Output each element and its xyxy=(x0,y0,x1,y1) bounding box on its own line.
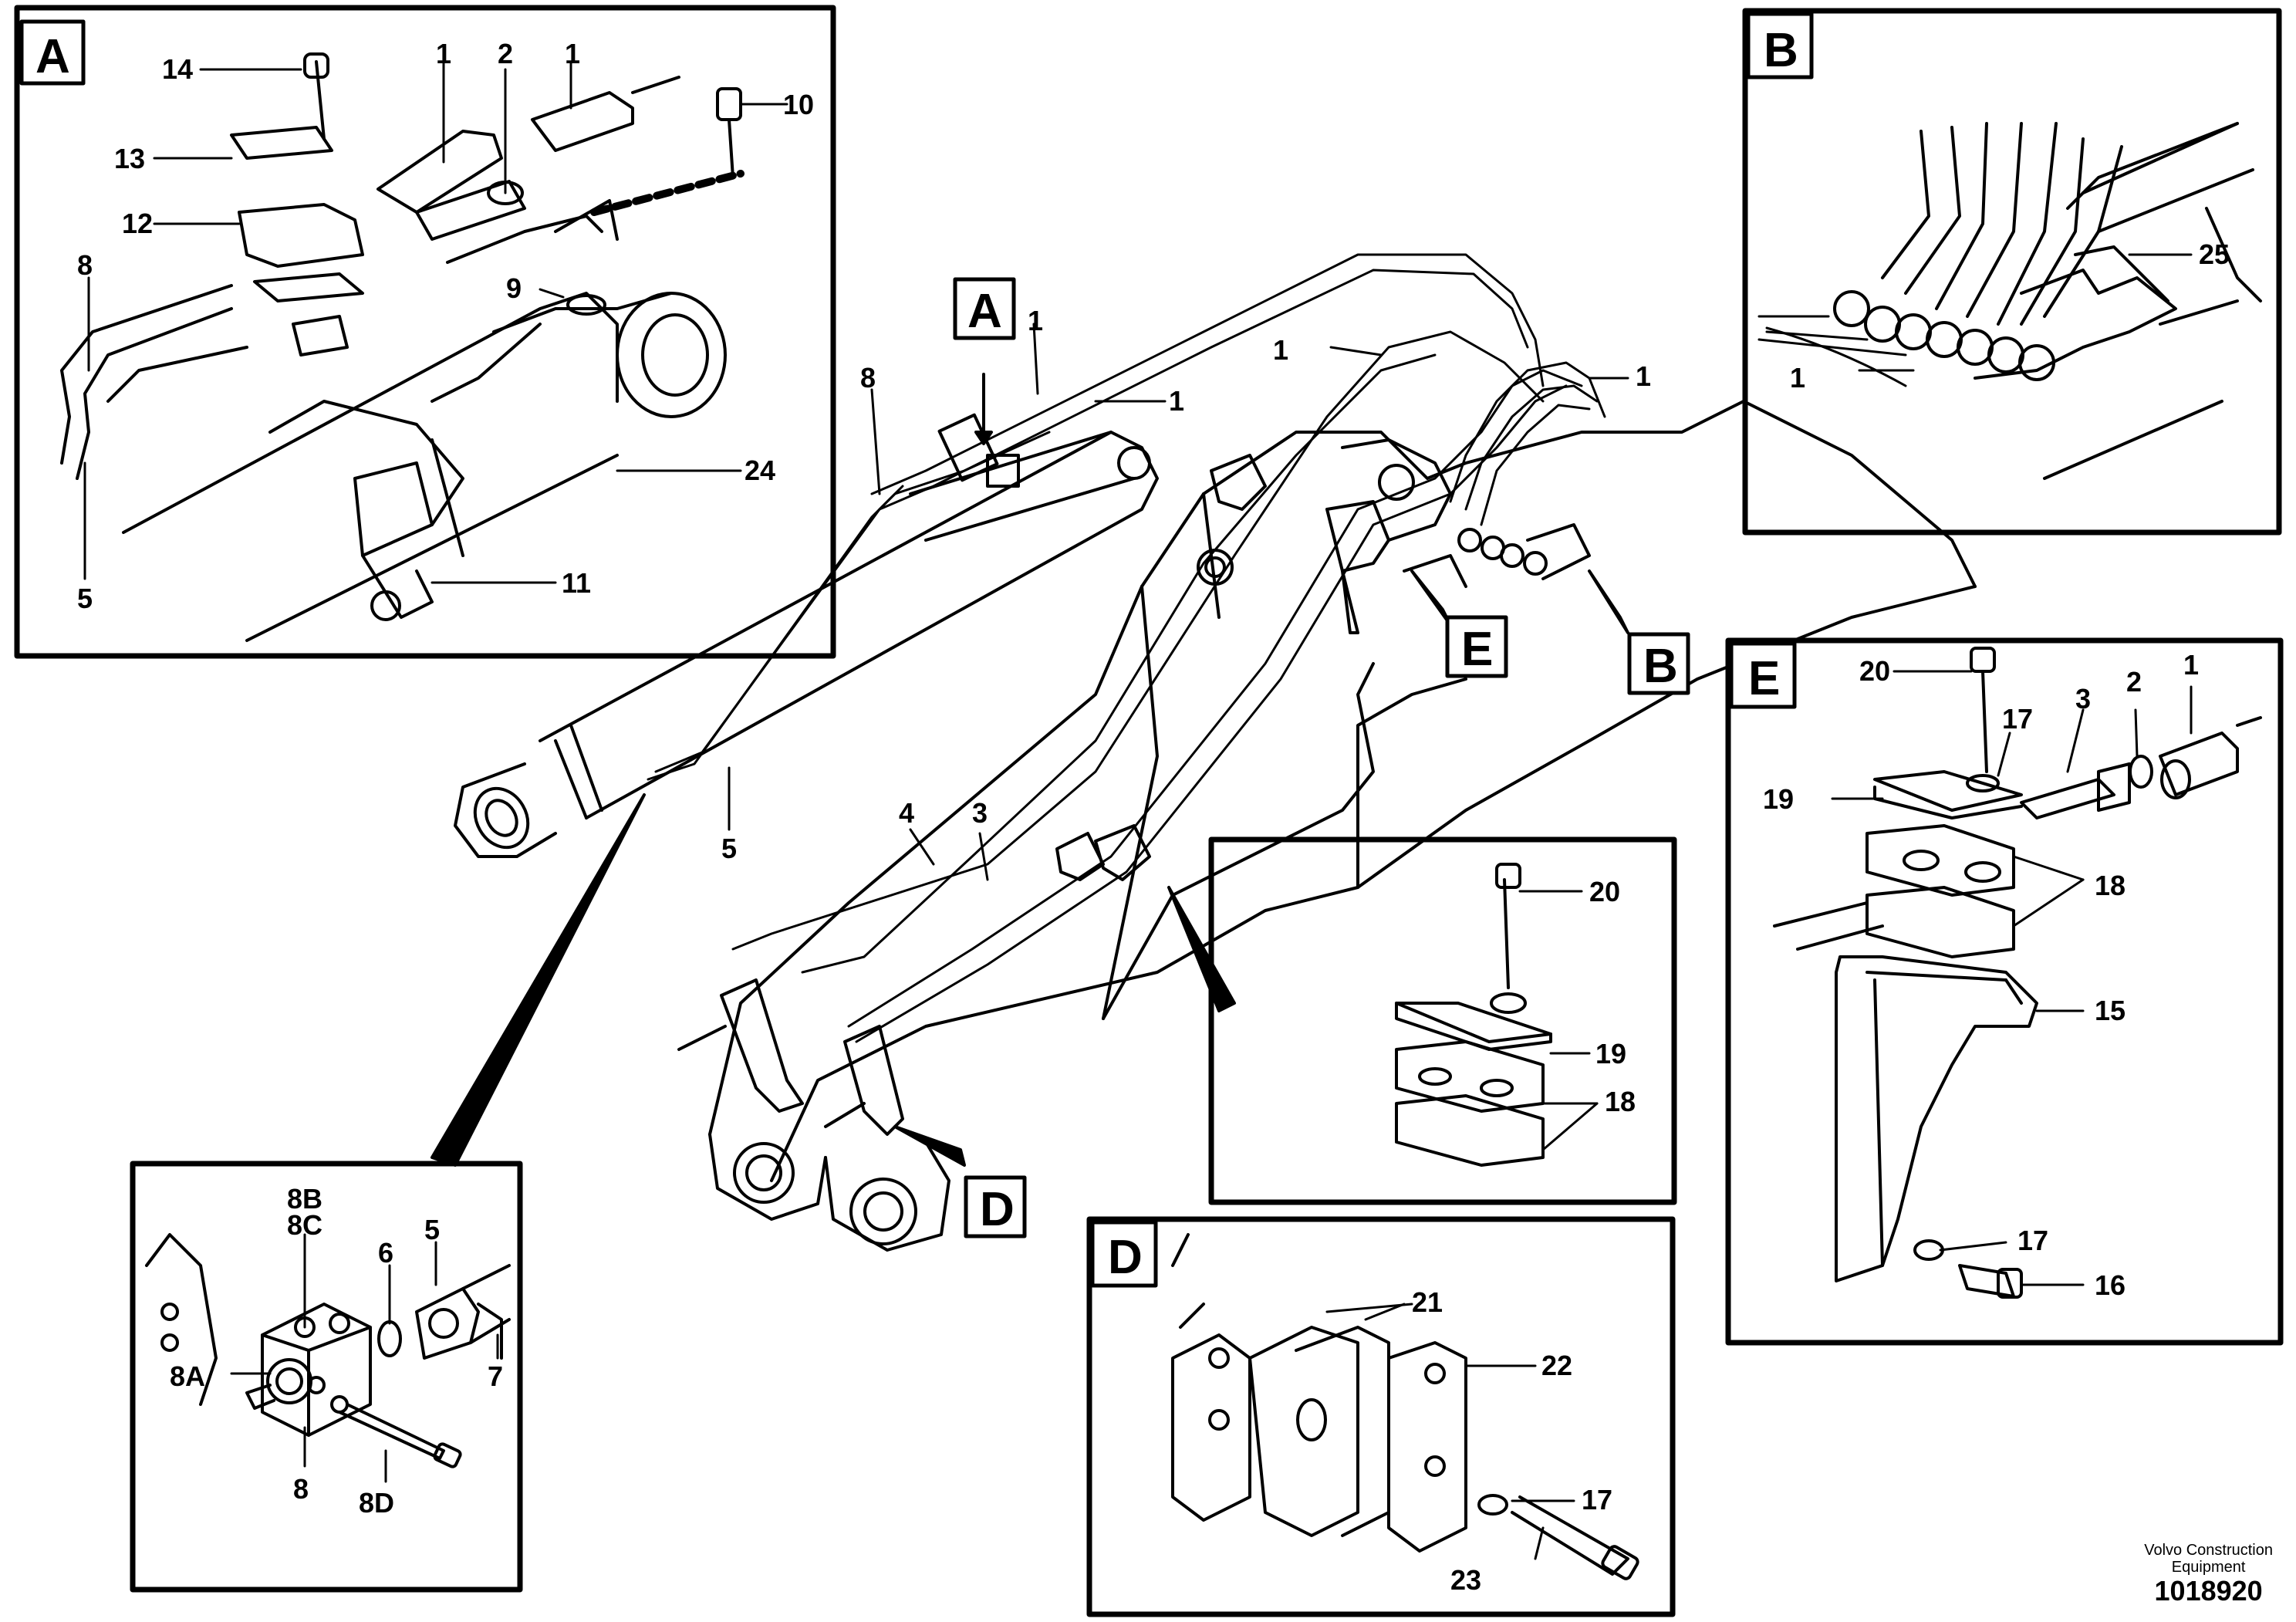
boom-assembly xyxy=(430,253,1977,1252)
label-a-8: 8 xyxy=(77,249,93,281)
label-e-3: 3 xyxy=(2075,683,2091,715)
label-a-1b: 1 xyxy=(565,38,580,69)
label-a-12: 12 xyxy=(122,208,153,239)
label-a-11: 11 xyxy=(562,567,591,599)
label-a-5: 5 xyxy=(77,583,93,614)
brand-line-2: Equipment xyxy=(2171,1559,2246,1576)
label-a-2: 2 xyxy=(498,38,513,69)
label-e-18: 18 xyxy=(2095,870,2125,901)
section-a-letter: A xyxy=(35,30,70,83)
label-a-13: 13 xyxy=(114,143,145,174)
label-e-19: 19 xyxy=(1763,783,1794,815)
label-main-1-c: 1 xyxy=(1273,334,1288,366)
label-a-14: 14 xyxy=(162,53,193,85)
section-b-letter: B xyxy=(1764,24,1798,77)
section-fitting-detail xyxy=(130,1161,523,1593)
label-e-1: 1 xyxy=(2183,649,2199,681)
boom-foot-lug-left xyxy=(708,1133,827,1221)
label-f-8b: 8B xyxy=(287,1183,322,1215)
label-c-18: 18 xyxy=(1605,1086,1636,1117)
section-d xyxy=(1086,1216,1676,1617)
callout-box-a xyxy=(953,277,1016,340)
label-a-9: 9 xyxy=(506,272,522,304)
clamp-block-d-area xyxy=(677,978,904,1136)
label-e-20: 20 xyxy=(1859,655,1890,687)
label-b-1: 1 xyxy=(1790,362,1805,394)
leader-wedge-section-d xyxy=(893,1125,966,1167)
label-main-1-d: 1 xyxy=(1636,360,1651,392)
callout-box-b xyxy=(1627,632,1690,695)
label-f-8c: 8C xyxy=(287,1209,322,1241)
boom-cylinder xyxy=(454,431,1159,858)
label-a-24: 24 xyxy=(745,454,775,486)
drawing-footer: Volvo Construction Equipment 1018920 xyxy=(2144,1542,2273,1607)
leader-wedge-fitting-detail xyxy=(430,793,646,1167)
label-e-17a: 17 xyxy=(2002,703,2033,735)
boom-foot-lug-right xyxy=(824,1140,950,1252)
section-e xyxy=(1725,637,2284,1346)
label-f-7: 7 xyxy=(488,1360,503,1392)
label-b-25: 25 xyxy=(2199,238,2230,270)
label-c-20: 20 xyxy=(1589,876,1620,907)
callout-e-letter: E xyxy=(1461,623,1493,676)
leader-wedge-section-e xyxy=(1410,569,1452,627)
label-e-17b: 17 xyxy=(2017,1225,2048,1256)
label-main-1-a: 1 xyxy=(1028,305,1043,336)
label-main-8: 8 xyxy=(860,362,876,394)
callout-box-e xyxy=(1445,615,1508,678)
label-main-3: 3 xyxy=(972,797,988,829)
callout-b-letter: B xyxy=(1643,640,1678,693)
section-clamp-detail xyxy=(1208,836,1677,1205)
section-d-letter: D xyxy=(1108,1231,1143,1284)
label-d-22: 22 xyxy=(1541,1350,1572,1381)
hose-fittings-b-area xyxy=(1457,523,1591,580)
label-d-21: 21 xyxy=(1412,1286,1443,1318)
label-f-6: 6 xyxy=(378,1237,393,1269)
clamp-block-e-area xyxy=(1325,500,1390,634)
label-main-1-b: 1 xyxy=(1169,385,1184,417)
label-c-19: 19 xyxy=(1595,1038,1626,1070)
label-a-1: 1 xyxy=(436,38,451,69)
leader-wedge-section-b xyxy=(1588,569,1629,634)
callout-a-letter: A xyxy=(967,285,1002,338)
hydraulic-lines xyxy=(647,253,1606,1043)
label-e-2: 2 xyxy=(2126,666,2142,698)
callout-d-letter: D xyxy=(980,1183,1015,1236)
label-f-5: 5 xyxy=(424,1214,440,1245)
callout-box-d xyxy=(964,1175,1027,1238)
label-d-23: 23 xyxy=(1450,1564,1481,1596)
label-a-10: 10 xyxy=(783,89,814,120)
label-f-8d: 8D xyxy=(359,1487,394,1519)
leader-wedge-section-c xyxy=(1167,886,1236,1012)
clamp-block-1 xyxy=(1055,454,1267,881)
section-b xyxy=(1742,8,2282,536)
brand-line-1: Volvo Construction xyxy=(2144,1542,2273,1559)
label-f-8: 8 xyxy=(293,1473,309,1505)
section-a xyxy=(14,5,836,659)
drawing-number: 1018920 xyxy=(2154,1575,2263,1607)
label-f-8a: 8A xyxy=(170,1360,205,1392)
label-main-4: 4 xyxy=(899,797,914,829)
section-e-letter: E xyxy=(1748,652,1780,705)
label-d-17: 17 xyxy=(1582,1484,1612,1516)
label-e-16: 16 xyxy=(2095,1269,2125,1301)
label-e-15: 15 xyxy=(2095,995,2125,1026)
label-main-5: 5 xyxy=(721,833,737,864)
